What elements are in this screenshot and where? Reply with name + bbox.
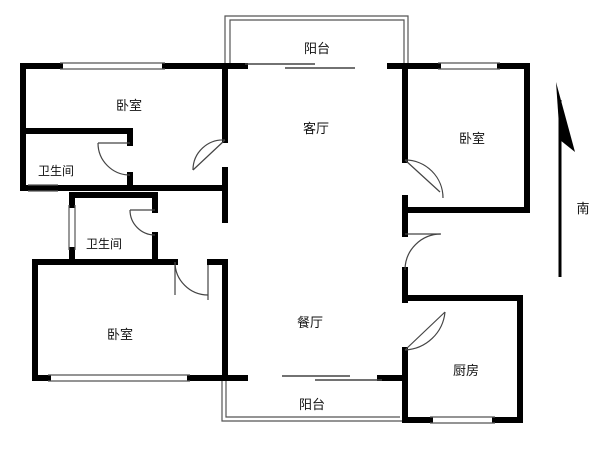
dining-room-label: 餐厅 [297,315,323,331]
bedroom-nw-label: 卧室 [116,98,142,114]
walls [20,63,530,423]
bathroom-c-label: 卫生间 [86,237,122,251]
kitchen-label: 厨房 [453,363,479,379]
bedroom-ne-label: 卧室 [459,131,485,147]
sliding-doors [245,63,382,381]
balcony-top-outline [224,15,409,66]
north-arrow-icon [556,82,575,277]
balcony-top-label: 阳台 [304,42,330,57]
bathroom-w-label: 卫生间 [38,164,74,178]
balcony-bottom-outline [221,378,404,422]
bedroom-sw-label: 卧室 [107,327,133,343]
door-swings [97,139,446,351]
balcony-bottom-label: 阳台 [299,398,325,413]
windows [28,62,500,424]
compass-label: 南 [576,201,589,217]
living-room-label: 客厅 [303,121,329,137]
